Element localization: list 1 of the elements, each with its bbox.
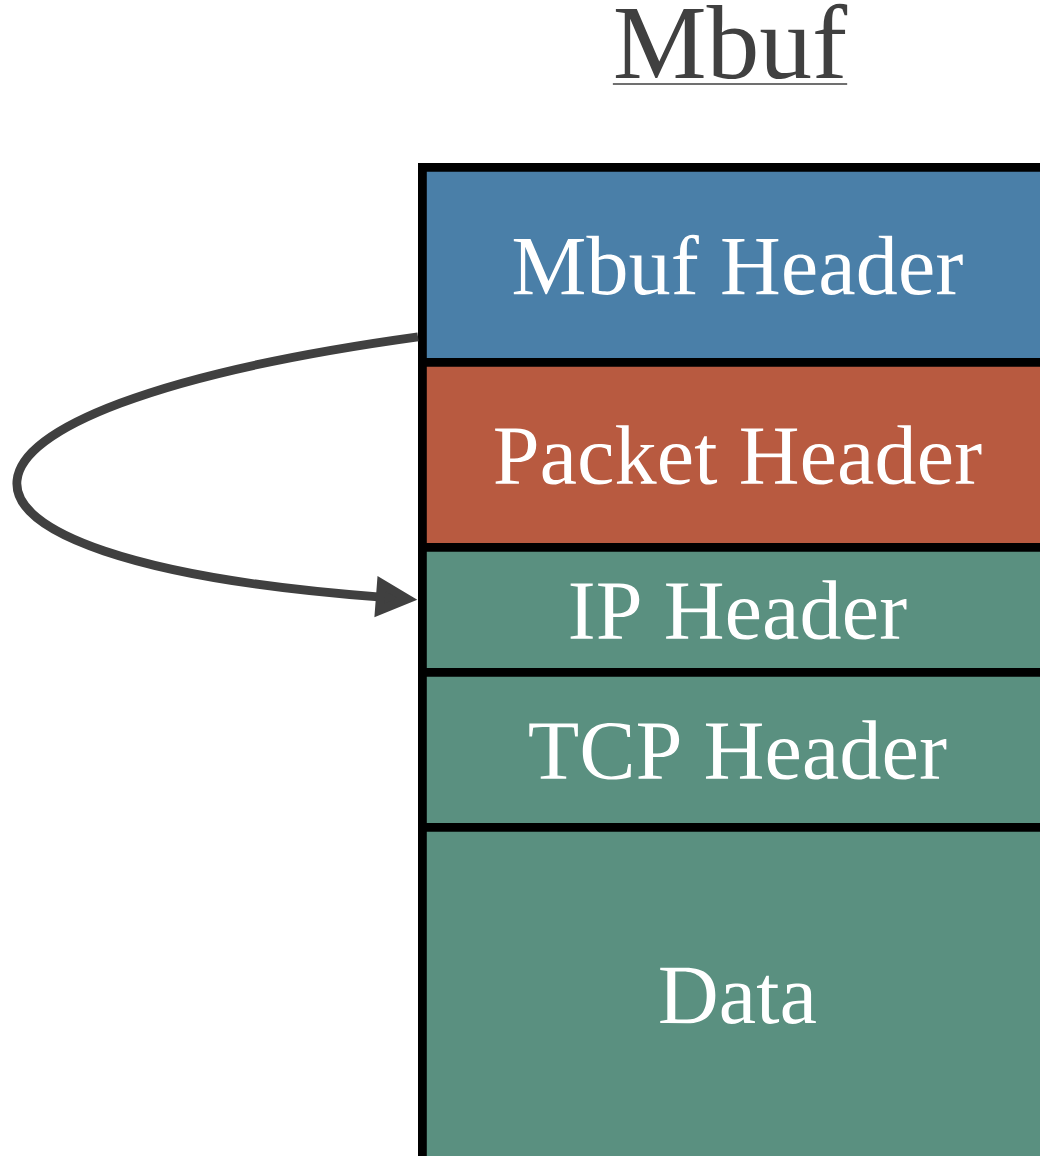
title: Mbuf — [612, 3, 848, 85]
